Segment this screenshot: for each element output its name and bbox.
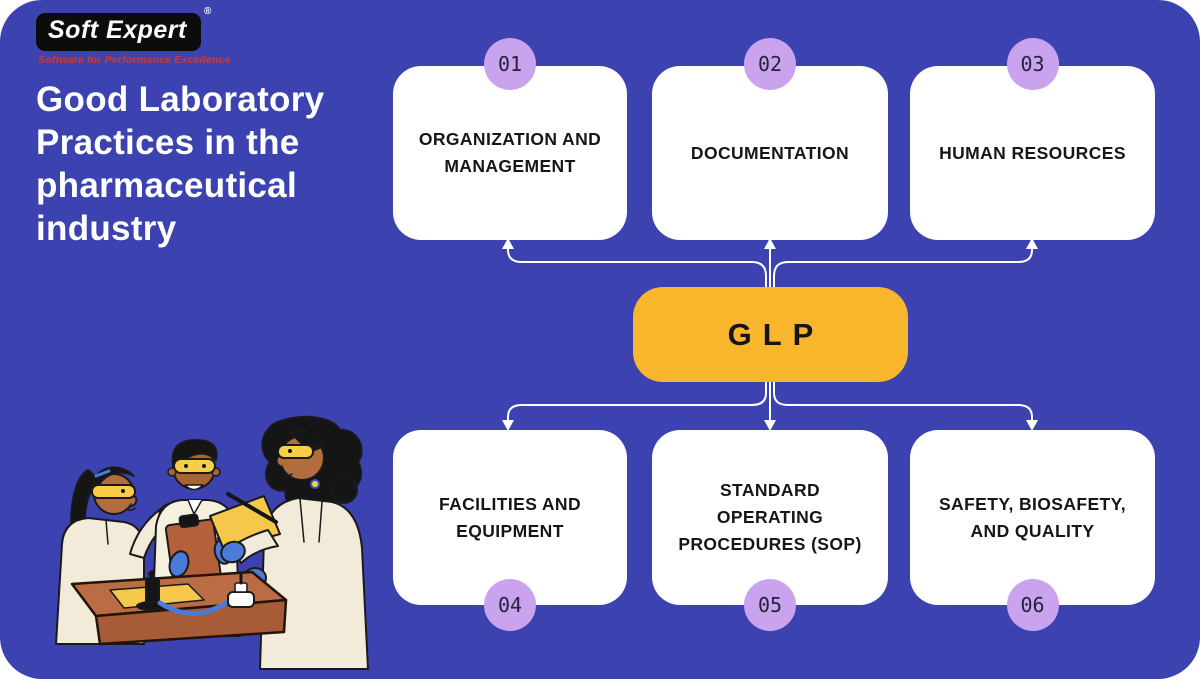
number-badge: 01: [484, 38, 536, 90]
logo-wordmark: Soft Expert ®: [36, 6, 211, 51]
card-human-resources: 03 HUMAN RESOURCES: [910, 38, 1155, 240]
card-label: HUMAN RESOURCES: [939, 142, 1126, 163]
title-line: Good Laboratory: [36, 80, 325, 119]
number-badge: 04: [484, 579, 536, 631]
card-label: ORGANIZATION AND MANAGEMENT: [418, 129, 602, 176]
number-badge: 03: [1006, 38, 1059, 90]
card-organization-and-management: 01 ORGANIZATION AND MANAGEMENT: [393, 38, 627, 240]
title-line: Practices in the: [36, 123, 300, 162]
card-label: FACILITIES AND EQUIPMENT: [438, 493, 582, 541]
logo-text: Soft Expert: [48, 16, 187, 44]
softexpert-logo: Soft Expert ® Software for Performance E…: [36, 6, 231, 66]
title-line: pharmaceutical: [36, 166, 297, 205]
number-badge: 02: [744, 38, 796, 90]
card-standard-operating-procedures: STANDARD OPERATING PROCEDURES (SOP) 05: [652, 430, 888, 631]
card-documentation: 02 DOCUMENTATION: [652, 38, 888, 240]
glp-center-node: GLP: [633, 287, 908, 382]
logo-tagline: Software for Performance Excellence: [38, 54, 231, 66]
card-label: DOCUMENTATION: [690, 142, 850, 163]
title-line: industry: [36, 209, 177, 248]
card-label: STANDARD OPERATING PROCEDURES (SOP): [678, 480, 862, 554]
registered-mark: ®: [203, 6, 212, 17]
card-facilities-and-equipment: FACILITIES AND EQUIPMENT 04: [393, 430, 627, 631]
page-title: Good Laboratory Practices in the pharmac…: [36, 78, 406, 250]
card-label: SAFETY, BIOSAFETY, AND QUALITY: [938, 493, 1127, 541]
card-safety-biosafety-quality: SAFETY, BIOSAFETY, AND QUALITY 06: [910, 430, 1155, 631]
number-badge: 06: [1006, 579, 1059, 631]
number-badge: 05: [744, 579, 796, 631]
